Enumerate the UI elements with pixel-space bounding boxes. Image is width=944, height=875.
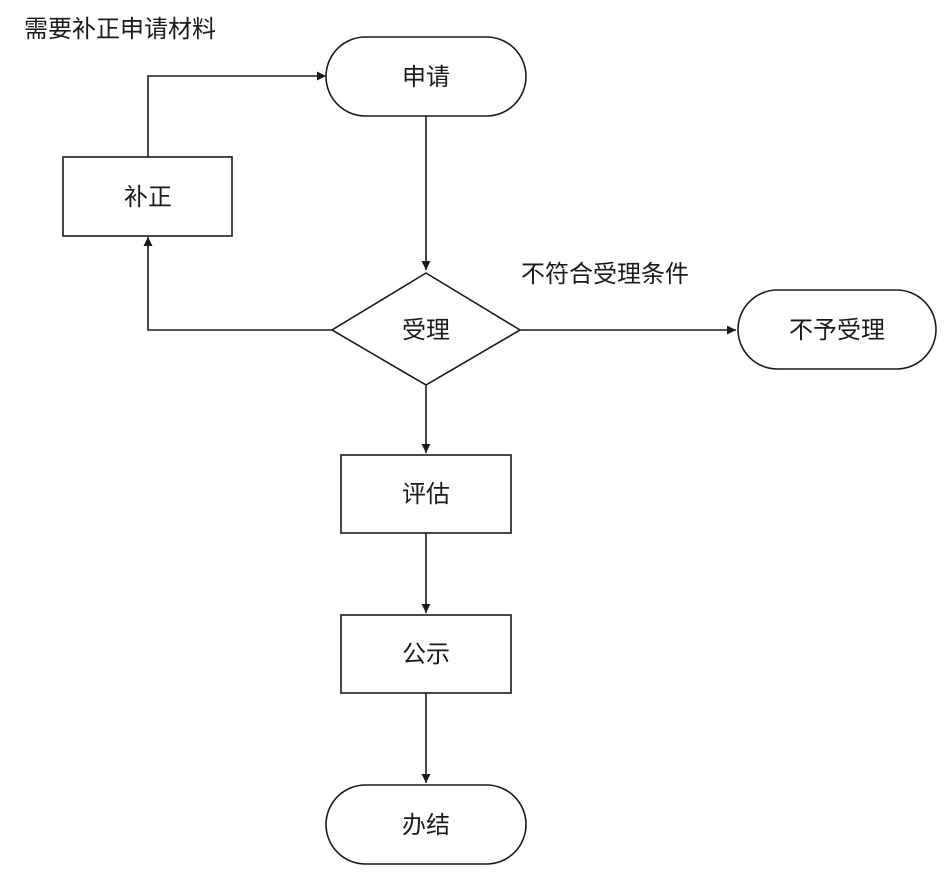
node-complete-label: 办结 (402, 811, 450, 839)
node-reject: 不予受理 (737, 289, 937, 370)
node-reject-label: 不予受理 (789, 316, 885, 344)
node-accept: 受理 (330, 272, 522, 386)
node-accept-shape (330, 272, 522, 386)
node-accept-label: 受理 (402, 316, 450, 344)
node-reject-shape (737, 289, 937, 370)
node-supplement-label: 补正 (124, 183, 172, 211)
node-publicize: 公示 (340, 614, 512, 694)
node-evaluate: 评估 (340, 454, 512, 534)
node-supplement: 补正 (62, 156, 233, 237)
node-publicize-label: 公示 (402, 640, 450, 668)
node-publicize-shape (340, 614, 512, 694)
node-supplement-shape (62, 156, 233, 237)
edge-label-not-qualified: 不符合受理条件 (521, 260, 689, 288)
edge-label-need-supplement: 需要补正申请材料 (24, 15, 216, 43)
edge-supplement-to-apply (147, 71, 326, 157)
edge-accept-to-supplement (143, 237, 332, 331)
node-apply: 申请 (325, 36, 527, 117)
node-evaluate-shape (340, 454, 512, 534)
node-complete: 办结 (325, 784, 527, 865)
node-apply-shape (325, 36, 527, 117)
node-apply-label: 申请 (402, 63, 450, 91)
node-complete-shape (325, 784, 527, 865)
node-evaluate-label: 评估 (402, 480, 450, 508)
